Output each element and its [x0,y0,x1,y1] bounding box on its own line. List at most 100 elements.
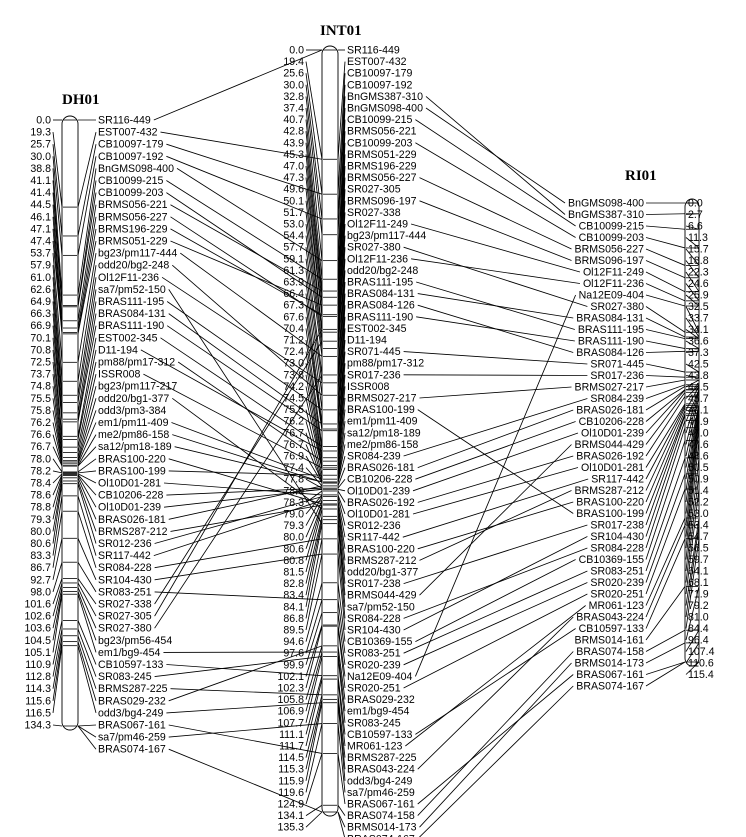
marker-label: SR020-239 [590,577,644,589]
marker-label: SR083-251 [98,586,152,598]
position-label: 112.8 [25,671,51,683]
marker-label: SR083-245 [98,671,152,683]
marker-connector [645,283,686,302]
marker-connector [645,410,686,503]
position-label: 47.0 [283,161,304,173]
marker-connector [77,337,97,437]
homology-line [177,361,323,462]
homology-line [415,628,576,735]
homology-line [425,96,566,215]
homology-line [174,446,323,483]
marker-connector [645,306,686,333]
homology-line [154,329,323,617]
marker-label: ISSR008 [347,381,390,393]
marker-label: CB10597-133 [347,729,412,741]
marker-label: me2/pm86-158 [98,429,169,441]
position-connector [305,656,323,723]
homology-line [140,349,323,452]
marker-connector [77,725,97,750]
position-connector [685,340,700,349]
marker-connector [645,389,686,422]
position-label: 43.9 [283,137,304,149]
chromosome-bars [61,45,700,817]
position-label: 76.6 [30,429,51,441]
position-label: 70.1 [30,332,51,344]
marker-label: BRAS100-199 [98,465,166,477]
marker-connector [337,694,346,758]
marker-label: pm88/pm17-312 [347,358,424,370]
position-connector [52,641,63,701]
marker-label: ISSR008 [98,369,141,381]
position-connector [685,525,700,618]
position-connector [305,96,323,235]
marker-label: BRAS067-161 [347,799,415,811]
homology-line [417,616,574,770]
homology-line [414,294,577,677]
position-connector [305,397,323,470]
position-label: 71.2 [283,335,304,347]
position-connector [305,675,323,735]
marker-connector [337,61,346,160]
position-connector [305,624,323,677]
position-connector [52,458,63,473]
marker-label: BRMS196-229 [347,161,417,173]
position-connector [305,374,323,466]
position-label: 82.8 [283,578,304,590]
homology-line [172,264,323,396]
position-label: 76.7 [283,439,304,451]
position-connector [305,699,323,770]
homology-line [168,645,323,702]
position-label: 107.4 [688,646,715,658]
position-label: 78.0 [30,453,51,465]
position-connector [305,455,323,484]
homology-line [402,478,589,538]
marker-connector [337,200,346,333]
position-connector [52,325,63,422]
marker-connector [645,538,686,629]
marker-connector [337,96,346,235]
marker-connector [645,384,686,399]
position-connector [305,553,323,631]
marker-label: odd3/pm3-384 [98,405,166,417]
position-connector [52,361,63,448]
marker-label: BRAS084-131 [576,313,644,325]
marker-connector [337,599,346,654]
homology-line [176,168,323,261]
marker-label: CB10597-133 [579,623,644,635]
position-label: 46.1 [30,211,51,223]
marker-connector [337,154,346,306]
marker-label: SR083-251 [590,566,644,578]
marker-label: Na12E09-404 [579,290,644,302]
marker-connector [645,473,686,583]
position-label: 63.9 [283,277,304,289]
marker-label: SR104-430 [590,531,644,543]
homology-line [154,538,323,569]
marker-label: SR104-430 [347,625,401,637]
marker-label: BRAS100-220 [98,453,166,465]
position-label: 73.8 [283,369,304,381]
marker-connector [337,270,346,396]
marker-label: BRMS287-212 [347,555,417,567]
position-connector [685,260,700,279]
homology-line [410,223,581,273]
marker-connector [77,511,97,568]
marker-label: CB10097-192 [98,151,163,163]
marker-connector [77,240,97,334]
marker-connector [77,480,97,532]
position-connector [305,444,323,483]
position-connector [685,375,700,378]
marker-connector [337,467,346,487]
position-label: 53.0 [283,219,304,231]
marker-connector [337,177,346,317]
marker-label: CB10369-155 [347,636,412,648]
marker-connector [77,495,97,556]
marker-label: sa7/pm46-259 [347,787,415,799]
marker-label: BnGMS387-310 [347,91,423,103]
marker-label: BRMS014-173 [575,658,645,670]
position-label: 81.5 [283,567,304,579]
marker-connector [645,213,686,215]
marker-label: Ol12F11-249 [583,267,644,279]
position-connector [52,511,63,568]
marker-label: sa7/pm52-150 [98,284,166,296]
homology-line [160,337,323,447]
